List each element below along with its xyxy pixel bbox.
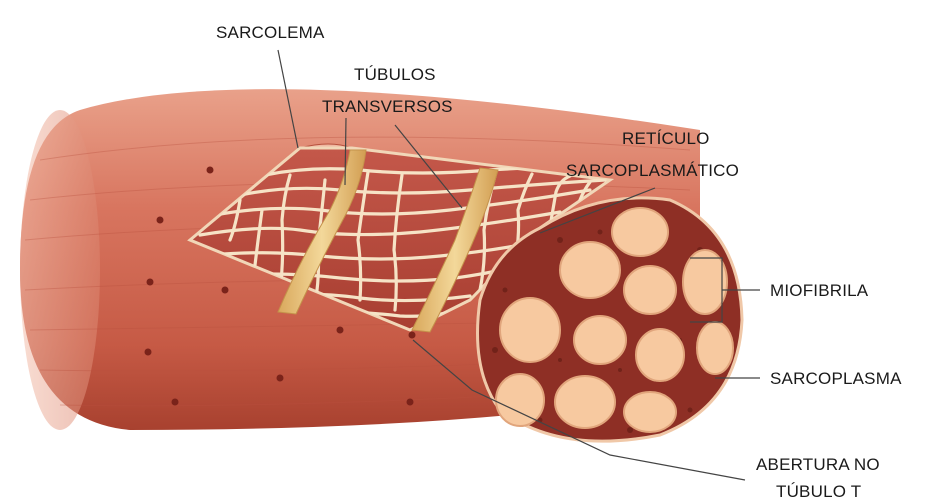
myofibril: [560, 242, 620, 298]
myofibril: [624, 266, 676, 314]
myofibril: [555, 376, 615, 428]
label-abertura-line2: TÚBULO T: [776, 482, 861, 501]
fiber-end-cap: [20, 110, 100, 430]
label-sarcolema: SARCOLEMA: [216, 23, 325, 42]
myofibril: [697, 322, 733, 374]
myofibril: [500, 298, 560, 362]
label-reticulo-line1: RETÍCULO: [622, 129, 710, 148]
myofibril: [574, 316, 626, 364]
label-miofibrila: MIOFIBRILA: [770, 281, 869, 300]
myofibril: [612, 208, 668, 256]
myofibril: [683, 250, 727, 314]
label-tubulos-line2: TRANSVERSOS: [322, 97, 453, 116]
myofibril: [636, 329, 684, 381]
label-abertura-line1: ABERTURA NO: [756, 455, 880, 474]
label-sarcoplasma: SARCOPLASMA: [770, 369, 902, 388]
label-tubulos-line1: TÚBULOS: [354, 65, 436, 84]
myofibril: [624, 392, 676, 432]
label-reticulo-line2: SARCOPLASMÁTICO: [566, 161, 739, 180]
myofibril: [496, 374, 544, 426]
